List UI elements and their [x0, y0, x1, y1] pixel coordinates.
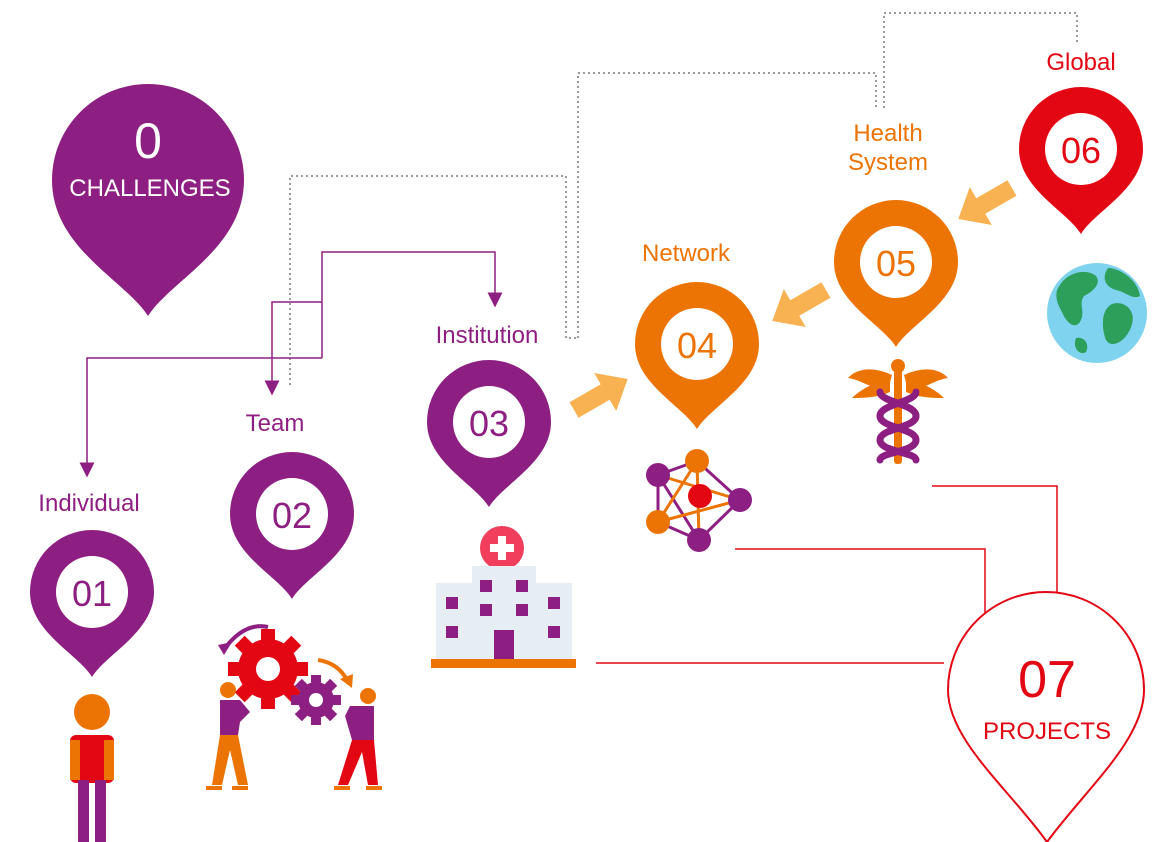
team-gears-icon [206, 624, 382, 790]
level-label-network: Network [642, 240, 731, 267]
hospital-icon [431, 526, 576, 668]
pin-04: Network 04 [635, 240, 759, 429]
person-icon [70, 694, 114, 842]
pin-06: Global 06 [1019, 49, 1143, 234]
level-number-01: 01 [72, 573, 112, 614]
pin-01: Individual 01 [30, 490, 154, 677]
challenges-pin: 0 CHALLENGES [52, 84, 244, 316]
network-icon [646, 449, 752, 552]
purple-connectors [79, 251, 503, 478]
level-label-system: System [848, 149, 928, 176]
pin-05: Health System 05 [834, 120, 958, 347]
dotted-connectors [289, 12, 1078, 385]
caduceus-icon [848, 359, 948, 464]
level-label-team: Team [246, 410, 305, 437]
level-label-global: Global [1046, 49, 1115, 76]
level-label-individual: Individual [38, 490, 139, 517]
challenges-number: 0 [134, 113, 162, 169]
challenges-label: CHALLENGES [69, 175, 230, 202]
pin-03: Institution 03 [427, 322, 551, 507]
globe-icon [1047, 263, 1147, 363]
red-connectors [596, 485, 1058, 664]
arrow-05-to-04 [772, 282, 831, 328]
projects-number: 07 [1018, 651, 1076, 709]
level-number-02: 02 [272, 495, 312, 536]
level-number-05: 05 [876, 243, 916, 284]
level-number-04: 04 [677, 325, 717, 366]
level-label-health: Health [853, 120, 922, 147]
level-label-institution: Institution [436, 322, 539, 349]
projects-label: PROJECTS [983, 718, 1111, 745]
arrow-03-to-04 [569, 372, 628, 418]
level-number-06: 06 [1061, 130, 1101, 171]
arrow-06-to-05 [958, 180, 1017, 226]
flow-arrows [569, 180, 1017, 418]
pin-02: Team 02 [230, 410, 354, 599]
level-number-03: 03 [469, 403, 509, 444]
projects-pin: 07 PROJECTS [946, 591, 1146, 842]
